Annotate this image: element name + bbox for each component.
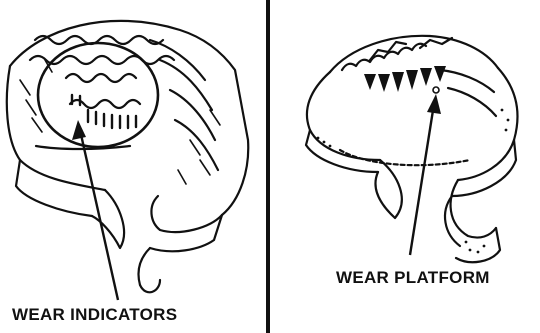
wear-indicators-arrowhead — [72, 120, 86, 140]
right-panel: WEAR PLATFORM — [270, 0, 540, 333]
left-panel: WEAR INDICATORS — [0, 0, 266, 333]
wear-indicators-label: WEAR INDICATORS — [12, 305, 177, 325]
wear-platform-marker — [433, 87, 439, 93]
wear-platform-arrow — [410, 104, 434, 255]
wear-platform-label: WEAR PLATFORM — [336, 268, 490, 288]
wear-platform-arrowhead — [427, 94, 441, 114]
tire-section-wear-indicators — [0, 0, 266, 333]
indicator-highlight-circle — [38, 43, 158, 147]
